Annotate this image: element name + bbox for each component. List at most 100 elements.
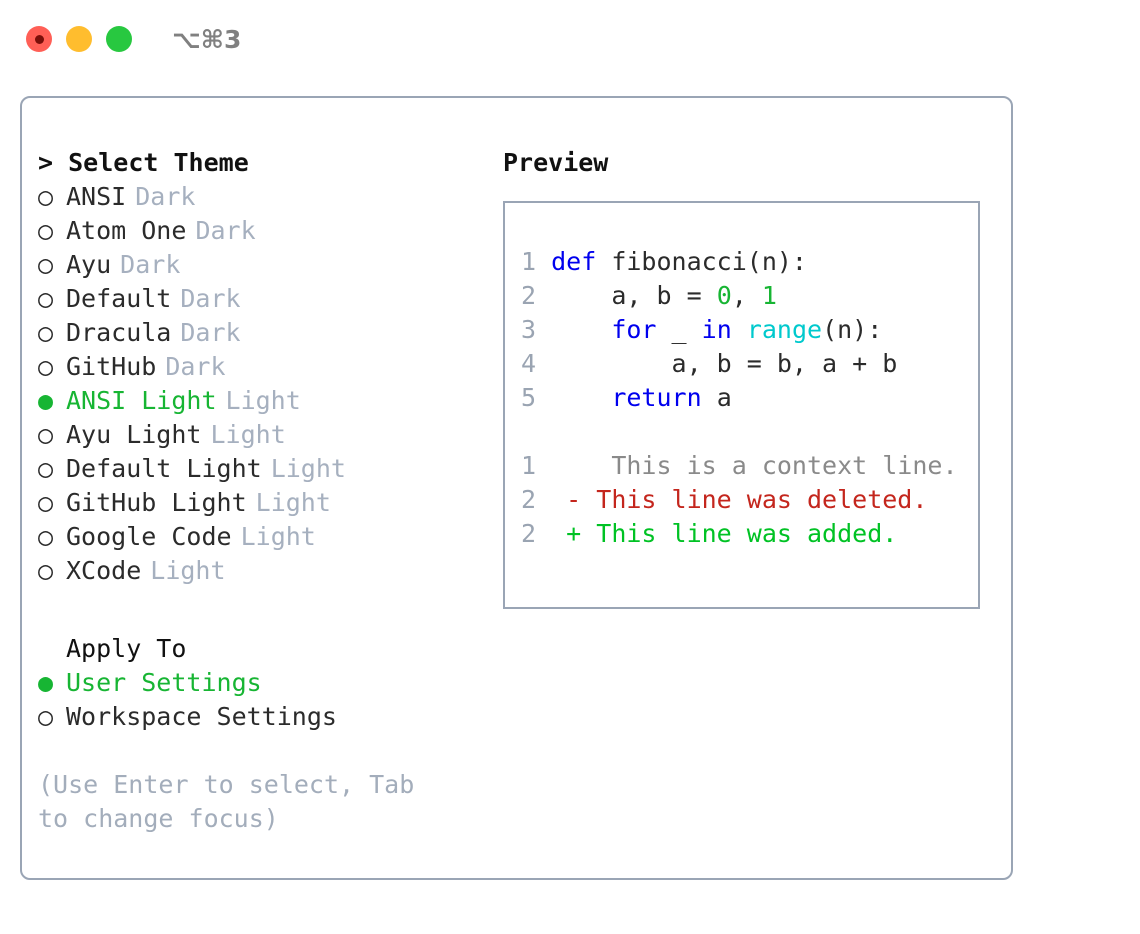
code-token-txt bbox=[732, 315, 747, 344]
apply-option-workspace-settings[interactable]: ○Workspace Settings bbox=[38, 700, 488, 734]
apply-to-list: ● User Settings ○Workspace Settings bbox=[38, 666, 488, 734]
diff-line-add: 2 + This line was added. bbox=[521, 517, 974, 551]
select-theme-heading: > Select Theme bbox=[38, 146, 488, 180]
radio-unselected-icon: ○ bbox=[38, 250, 54, 279]
minimize-button[interactable] bbox=[66, 26, 92, 52]
maximize-button[interactable] bbox=[106, 26, 132, 52]
theme-option-variant: Light bbox=[255, 488, 331, 517]
code-line: 3 for _ in range(n): bbox=[521, 313, 974, 347]
section-gap bbox=[38, 588, 488, 632]
diff-line-number: 2 bbox=[521, 485, 537, 514]
theme-option-variant: Dark bbox=[165, 352, 226, 381]
theme-option-variant: Dark bbox=[120, 250, 181, 279]
radio-unselected-icon: ○ bbox=[38, 318, 54, 347]
radio-unselected-icon: ○ bbox=[38, 182, 54, 211]
theme-option-label: Default bbox=[66, 284, 172, 313]
theme-option-default[interactable]: ○ Default Dark bbox=[38, 282, 488, 316]
diff-line-number: 1 bbox=[521, 451, 537, 480]
code-token-txt: _ bbox=[656, 315, 702, 344]
radio-selected-icon: ● bbox=[38, 386, 54, 415]
theme-option-variant: Dark bbox=[180, 284, 241, 313]
hint-gap bbox=[38, 734, 488, 768]
theme-option-label: XCode bbox=[66, 556, 142, 585]
theme-option-label: Google Code bbox=[66, 522, 232, 551]
select-theme-heading-label: Select Theme bbox=[68, 148, 249, 177]
code-line-number: 4 bbox=[521, 349, 537, 378]
diff-sign-ctx bbox=[566, 451, 581, 480]
code-token-txt bbox=[551, 315, 611, 344]
theme-option-label: Ayu bbox=[66, 250, 112, 279]
diff-line-text: This line was added. bbox=[581, 519, 898, 548]
code-token-txt: fibonacci(n): bbox=[596, 247, 807, 276]
preview-heading: Preview bbox=[503, 148, 609, 177]
code-token-kw: def bbox=[551, 247, 597, 276]
radio-selected-icon: ● bbox=[38, 668, 54, 697]
code-token-txt: a, b = bbox=[551, 281, 717, 310]
apply-option-user-settings[interactable]: ● User Settings bbox=[38, 666, 488, 700]
diff-line-text: This line was deleted. bbox=[581, 485, 928, 514]
theme-option-variant: Light bbox=[210, 420, 286, 449]
theme-option-xcode[interactable]: ○ XCode Light bbox=[38, 554, 488, 588]
window-controls bbox=[26, 26, 132, 52]
theme-option-variant: Light bbox=[270, 454, 346, 483]
theme-option-google-code[interactable]: ○ Google Code Light bbox=[38, 520, 488, 554]
theme-option-variant: Light bbox=[225, 386, 301, 415]
theme-option-label: Default Light bbox=[66, 454, 262, 483]
diff-sign-del: - bbox=[566, 485, 582, 514]
code-token-txt bbox=[551, 383, 611, 412]
code-line: 2 a, b = 0, 1 bbox=[521, 279, 974, 313]
apply-to-heading: Apply To bbox=[66, 634, 187, 663]
diff-block: 1 This is a context line.2 - This line w… bbox=[521, 449, 974, 551]
theme-option-label: Dracula bbox=[66, 318, 172, 347]
radio-unselected-icon: ○ bbox=[38, 284, 54, 313]
code-token-txt: a bbox=[701, 383, 732, 412]
code-token-kw: for bbox=[611, 315, 657, 344]
code-token-num: 1 bbox=[761, 281, 777, 310]
theme-option-variant: Light bbox=[150, 556, 226, 585]
theme-option-label: ANSI bbox=[66, 182, 127, 211]
theme-option-ansi-light[interactable]: ● ANSI Light Light bbox=[38, 384, 488, 418]
radio-unselected-icon: ○ bbox=[38, 522, 54, 551]
code-token-fn: range bbox=[746, 315, 823, 344]
radio-unselected-icon: ○ bbox=[38, 556, 54, 585]
code-token-txt: a, b = b, a + b bbox=[551, 349, 898, 378]
code-line-number: 1 bbox=[521, 247, 537, 276]
radio-unselected-icon: ○ bbox=[38, 420, 54, 449]
theme-option-variant: Light bbox=[240, 522, 316, 551]
theme-option-label: ANSI Light bbox=[66, 386, 217, 415]
title-bar: ⌥⌘3 bbox=[0, 0, 1140, 78]
theme-option-ayu[interactable]: ○ Ayu Dark bbox=[38, 248, 488, 282]
code-token-txt: (n): bbox=[822, 315, 883, 344]
apply-option-label: User Settings bbox=[66, 668, 262, 697]
radio-unselected-icon: ○ bbox=[38, 454, 54, 483]
code-line-number: 5 bbox=[521, 383, 537, 412]
theme-option-default-light[interactable]: ○ Default Light Light bbox=[38, 452, 488, 486]
code-line-number: 3 bbox=[521, 315, 537, 344]
radio-unselected-icon: ○ bbox=[38, 216, 54, 245]
theme-option-label: GitHub bbox=[66, 352, 157, 381]
keyboard-shortcut-label: ⌥⌘3 bbox=[172, 24, 242, 54]
code-line: 1 def fibonacci(n): bbox=[521, 245, 974, 279]
code-token-txt: , bbox=[731, 281, 762, 310]
help-hint-text: (Use Enter to select, Tab to change focu… bbox=[38, 770, 430, 833]
apply-option-label: Workspace Settings bbox=[66, 702, 337, 731]
code-line-number: 2 bbox=[521, 281, 537, 310]
close-button[interactable] bbox=[26, 26, 52, 52]
diff-line-del: 2 - This line was deleted. bbox=[521, 483, 974, 517]
radio-unselected-icon: ○ bbox=[38, 488, 54, 517]
code-token-kw: in bbox=[701, 315, 732, 344]
